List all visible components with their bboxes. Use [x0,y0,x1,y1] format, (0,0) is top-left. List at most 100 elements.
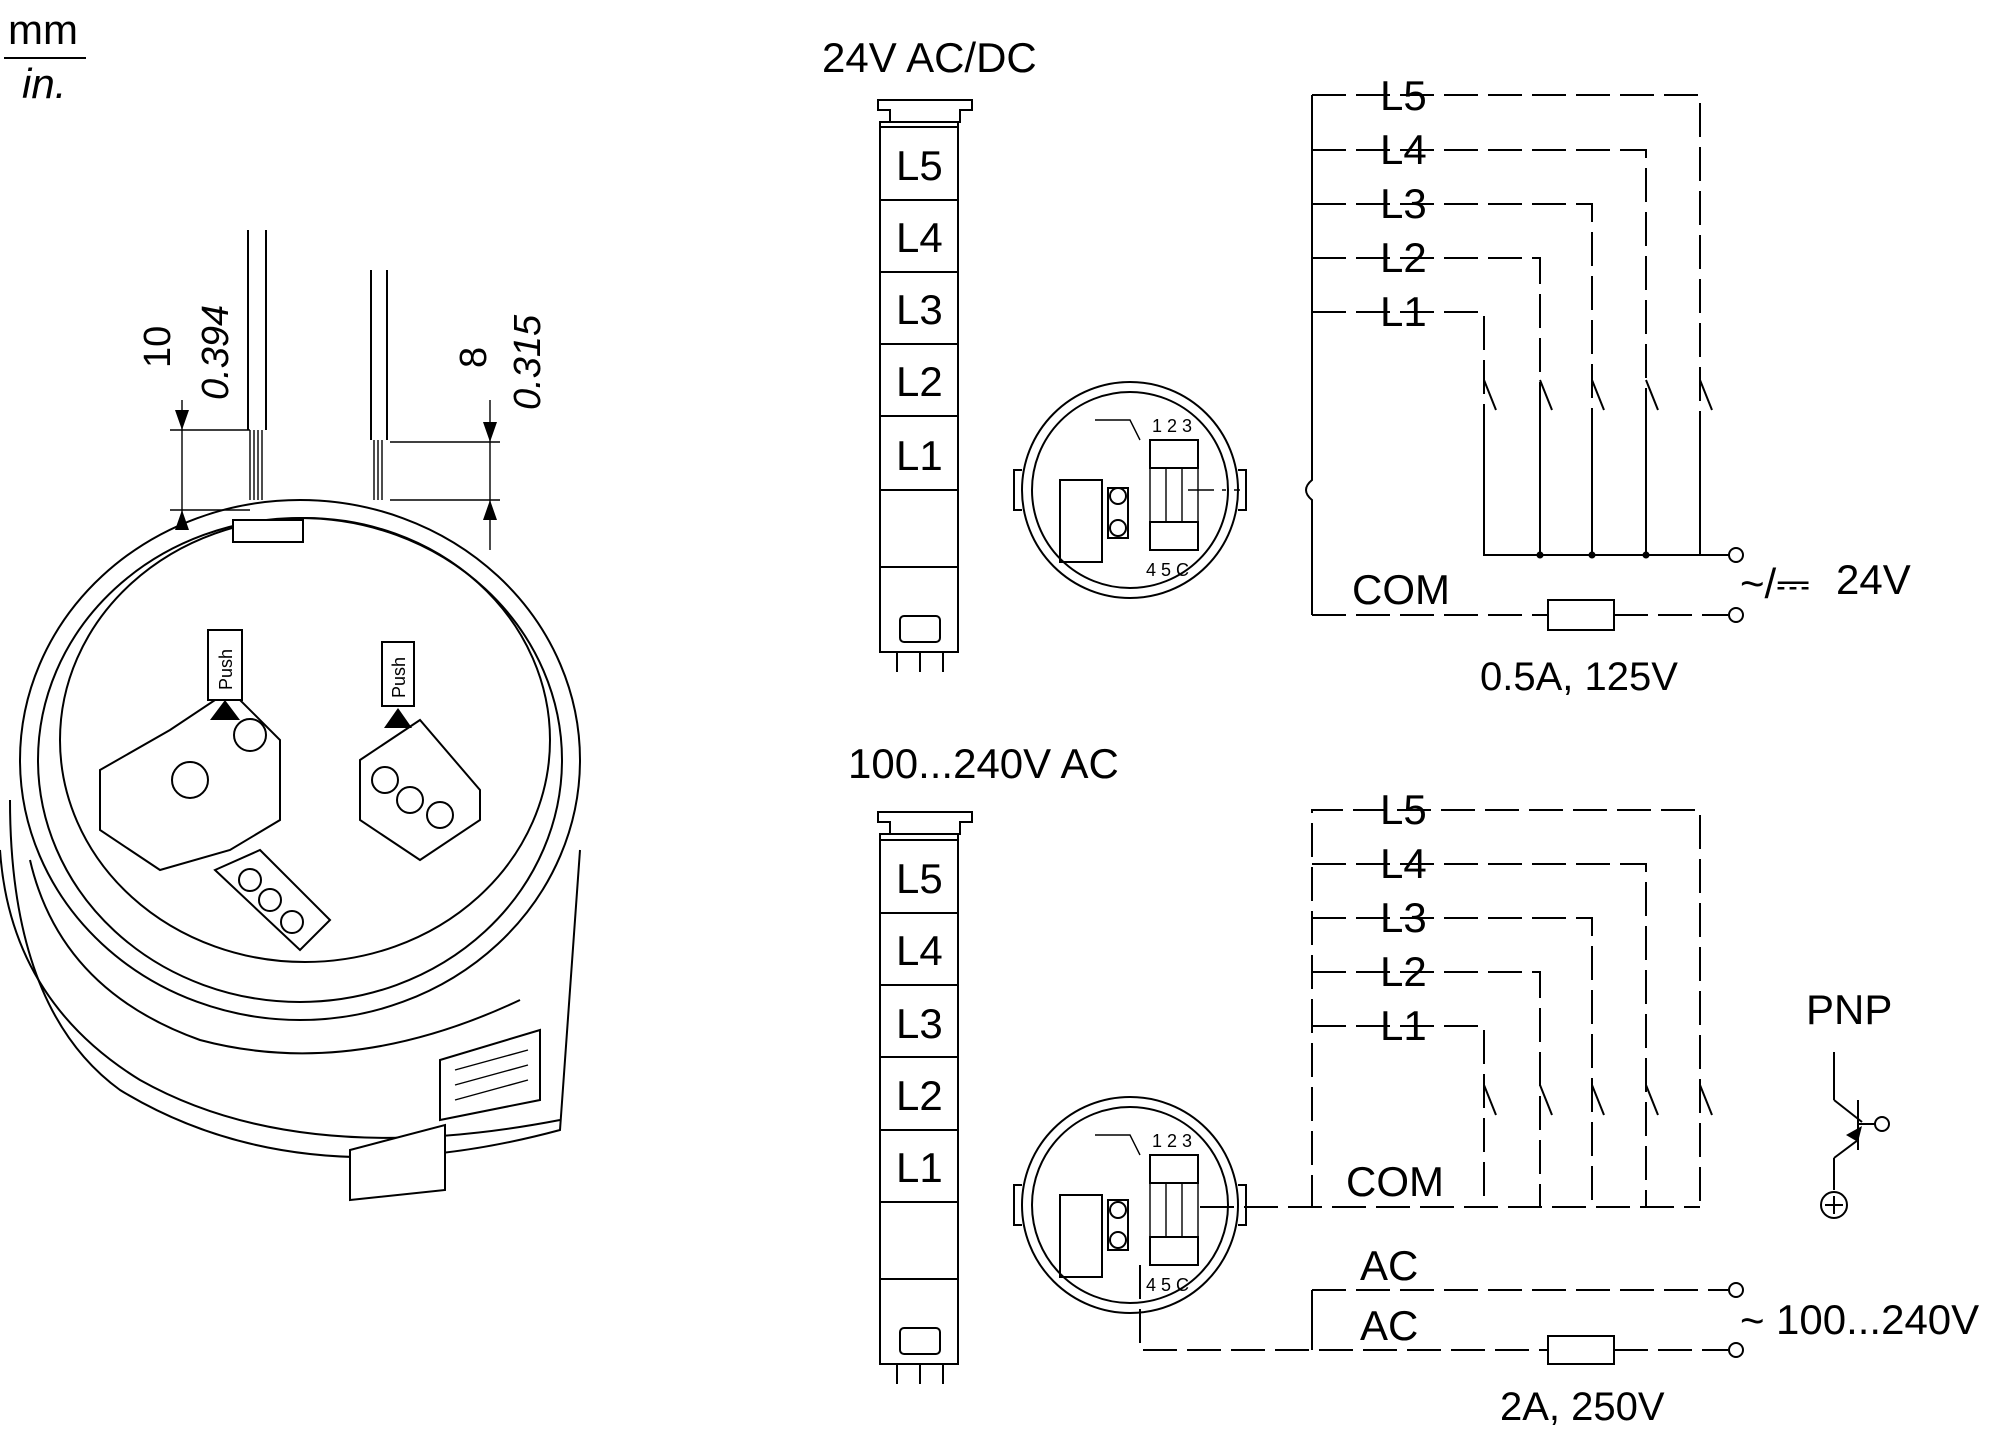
base-power-block [1059,1194,1103,1278]
tower-base-window [899,615,941,643]
wire-l1 [1312,1025,1485,1207]
base-inner-ledge [29,859,521,1055]
push-label-right: Push [389,657,409,698]
bottom-base-circle: 1 2 3 4 5 C [1013,1096,1247,1314]
dim-right-mm: 8 [453,347,495,368]
dim-left-mm: 10 [137,326,179,368]
wire-label-l5: L5 [1380,72,1427,119]
base-power-block [1059,479,1103,563]
wire-label-l1: L1 [1380,288,1427,335]
dim-left-in: 0.394 [195,305,237,400]
dim-arrow-bottom [483,500,497,520]
top-stack-level: L5 [896,142,943,189]
wire-l3 [1312,917,1593,1207]
bottom-stack-level: L2 [896,1072,943,1119]
junction-dot [1536,551,1544,559]
base-top-ring-outer [19,499,581,1021]
switch-contacts [1483,379,1713,411]
base-tab-top [232,519,304,543]
junction-dot [1642,551,1650,559]
switch-common-bus [1483,415,1736,556]
wire-label-l3: L3 [1380,180,1427,227]
terminal-bottom [1149,521,1199,551]
bottom-tower-stack: L5 L4 L3 L2 L1 [877,811,973,1384]
dim-right-in: 0.315 [507,314,549,410]
supply-symbol-bottom: ~ [1740,1297,1765,1344]
fuse-label-bottom: 2A, 250V [1500,1385,1665,1429]
wire-label-ac-1: AC [1360,1242,1418,1289]
base-top-ring-inner [59,517,551,963]
terminal-screw [258,888,282,912]
top-wires: L5 L4 L3 L2 L1 COM [1312,72,1744,631]
wire-label-l4: L4 [1380,126,1427,173]
wire-right-strands [373,440,383,500]
strip-dimension-right: 8 0.315 [370,270,549,550]
wire-l5 [1312,94,1701,540]
wire-l1 [1312,311,1485,540]
switch-legs [1539,415,1701,555]
terminal-housing [359,718,481,862]
supply-terminal [1728,1342,1744,1358]
wire-l3 [1312,203,1593,540]
terminal-top-numbers: 1 2 3 [1152,416,1192,436]
terminal-screw [280,910,304,934]
bottom-stack-level: L5 [896,855,943,902]
latch-grip-lines [454,1049,529,1101]
terminal-screw [371,766,399,794]
junction-dot [1588,551,1596,559]
power-lead [1095,1134,1141,1156]
terminal-top [1149,439,1199,469]
bottom-stack-level: L1 [896,1144,943,1191]
bottom-stack-level: L4 [896,927,943,974]
base-circle-tab [1238,469,1247,511]
base-screw [1109,1231,1127,1249]
dim-arrow-top [483,422,497,442]
base-screw-block [1107,1199,1129,1251]
wire-label-com: COM [1346,1158,1444,1205]
terminal-block-left: Push [99,629,281,872]
top-circuit: 24V AC/DC L5 L4 L3 L2 L1 [822,34,1911,699]
pnp-label: PNP [1806,986,1892,1033]
terminal-screw [238,868,262,892]
terminal-block-right: Push [359,641,481,862]
terminal-bottom-numbers: 4 5 C [1146,1275,1189,1295]
terminal-bottom [1149,1236,1199,1266]
base-circle-outer [1021,1096,1239,1314]
terminal-screw [396,786,424,814]
push-tab-left [207,629,243,701]
wire-label-l4: L4 [1380,840,1427,887]
terminal-screw [171,761,209,799]
dim-arrow-top [175,410,189,430]
base-screw [1109,519,1127,537]
base-screw [1109,487,1127,505]
supply-terminal [1728,1282,1744,1298]
wire-label-l5: L5 [1380,786,1427,833]
bottom-circuit-title: 100...240V AC [848,740,1119,787]
base-circle-inner [1031,1106,1229,1304]
wire-l4 [1312,149,1647,540]
base-circle-inner [1031,391,1229,589]
base-screw-block [1107,487,1129,539]
top-base-circle: 1 2 3 4 5 C [1013,381,1247,599]
push-arrow-left [210,700,240,720]
switch-contacts [1483,1084,1713,1116]
top-stack-level: L4 [896,214,943,261]
pnp-emitter-arrow [1846,1126,1862,1142]
base-screw [1109,1201,1127,1219]
wire-label-l2: L2 [1380,948,1427,995]
wire-left-strands [249,430,263,500]
supply-symbol-top: ~/⎓ [1740,560,1810,607]
terminal-screw [233,718,267,752]
wire-label-l2: L2 [1380,234,1427,281]
unit-mm: mm [8,6,78,53]
units-legend: mm in. [4,6,86,107]
pnp-base-terminal [1874,1116,1890,1132]
supply-terminal [1728,547,1744,563]
bottom-circuit: 100...240V AC L5 L4 L3 L2 L1 [848,740,1979,1429]
wire-l4 [1312,863,1647,1207]
tower-pins [896,1364,944,1384]
top-bus-brace [1305,95,1313,615]
base-unit-drawing: Push Push [0,499,581,1202]
terminal-top-numbers: 1 2 3 [1152,1131,1192,1151]
